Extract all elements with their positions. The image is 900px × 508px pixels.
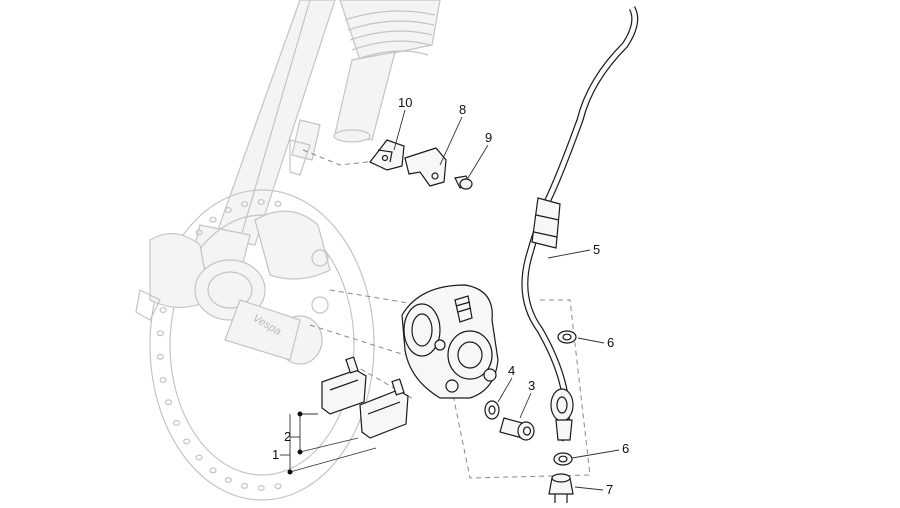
part-8-hose-bracket[interactable] (404, 147, 447, 187)
disc-vent-hole (159, 376, 167, 383)
ghost-hub-and-caliper: Vespa (135, 210, 331, 365)
disc-vent-hole (257, 199, 265, 206)
callout-3: 3 (528, 378, 535, 393)
callout-5: 5 (593, 242, 600, 257)
ghost-brake-disc (149, 189, 375, 501)
part-6-washer-lower[interactable] (553, 452, 573, 466)
disc-vent-hole (183, 438, 191, 445)
disc-vent-hole (209, 467, 217, 474)
callout-labels: 10 8 9 5 6 4 3 2 1 6 7 (272, 95, 629, 497)
callout-4: 4 (508, 363, 515, 378)
callout-2: 2 (284, 429, 291, 444)
part-brake-pad-front[interactable] (321, 356, 367, 415)
disc-vent-hole (195, 454, 203, 461)
disc-vent-hole (224, 477, 232, 484)
leader-lines (280, 109, 620, 491)
part-6-washer-upper[interactable] (557, 330, 577, 344)
disc-vent-hole (257, 485, 265, 492)
disc-vent-hole (172, 419, 181, 426)
part-5-brake-hose[interactable] (521, 6, 639, 442)
disc-vent-hole (240, 482, 249, 489)
part-3-caliper-bolt[interactable] (499, 417, 535, 441)
callout-6-lower: 6 (622, 441, 629, 456)
disc-vent-hole (209, 216, 217, 223)
disc-vent-hole (224, 207, 232, 214)
disc-vent-hole (240, 201, 249, 208)
callout-7: 7 (606, 482, 613, 497)
callout-9: 9 (485, 130, 492, 145)
part-10-clip[interactable] (369, 139, 405, 171)
callout-10: 10 (398, 95, 412, 110)
part-9-bolt[interactable] (454, 175, 473, 190)
callout-1: 1 (272, 447, 279, 462)
disc-vent-hole (274, 483, 282, 490)
brake-caliper[interactable] (401, 284, 499, 399)
disc-vent-hole (159, 307, 167, 314)
disc-vent-hole (156, 330, 164, 337)
disc-vent-hole (156, 353, 164, 360)
disc-vent-hole (195, 229, 203, 236)
ghost-fork-assembly (189, 0, 441, 276)
disc-vent-hole (164, 399, 173, 406)
part-brake-pad-rear[interactable] (359, 378, 409, 439)
part-4-washer[interactable] (484, 400, 500, 420)
callout-8: 8 (459, 102, 466, 117)
disc-vent-hole (274, 200, 282, 207)
part-7-banjo-bolt[interactable] (548, 473, 574, 503)
callout-6-upper: 6 (607, 335, 614, 350)
